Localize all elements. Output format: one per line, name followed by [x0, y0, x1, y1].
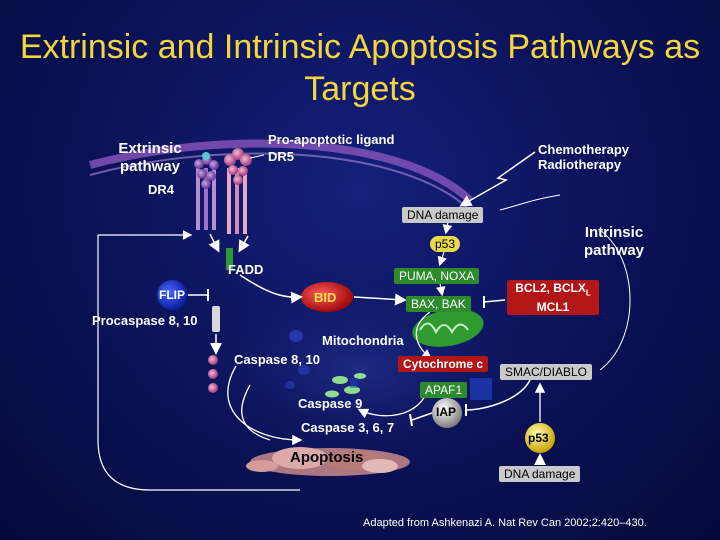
puma-noxa-box: PUMA, NOXA — [394, 268, 479, 284]
p53-top-box: p53 — [430, 236, 460, 252]
page-title: Extrinsic and Intrinsic Apoptosis Pathwa… — [0, 26, 720, 110]
mcl1-text: MCL1 — [537, 300, 570, 314]
smac-diablo-box: SMAC/DIABLO — [500, 364, 592, 380]
caspase-3-6-7-label: Caspase 3, 6, 7 — [301, 420, 394, 435]
procaspase-icon — [212, 306, 220, 332]
bcl2-box: BCL2, BCLXL MCL1 — [507, 280, 599, 315]
p53-bottom-label: p53 — [528, 431, 549, 446]
mitochondria-label: Mitochondria — [322, 333, 404, 348]
bid-label: BID — [314, 290, 336, 305]
pro-apoptotic-ligand-label: Pro-apoptotic ligand — [268, 132, 394, 147]
flip-label: FLIP — [159, 288, 185, 303]
dr4-label: DR4 — [148, 182, 174, 197]
cytochrome-c-box: Cytochrome c — [398, 356, 488, 372]
dna-damage-bottom-box: DNA damage — [499, 466, 580, 482]
lightning-bolt-icon — [462, 152, 535, 205]
bcl2-subscript: L — [586, 288, 591, 297]
iap-label: IAP — [436, 405, 456, 420]
intrinsic-pathway-label: Intrinsic pathway — [574, 224, 654, 260]
caspase-8-10-label: Caspase 8, 10 — [234, 352, 320, 367]
bcl2-text: BCL2, BCLX — [515, 281, 586, 295]
citation-footer: Adapted from Ashkenazi A. Nat Rev Can 20… — [363, 517, 647, 529]
chemo-radio-label: Chemotherapy Radiotherapy — [538, 142, 648, 172]
apaf1-box: APAF1 — [420, 382, 467, 398]
dr5-receptor-icon — [224, 148, 252, 234]
dr5-label: DR5 — [268, 149, 294, 164]
extrinsic-pathway-label: Extrinsic pathway — [110, 140, 190, 176]
fadd-label: FADD — [228, 262, 263, 277]
bax-bak-box: BAX, BAK — [406, 296, 471, 312]
dr4-receptor-icon — [194, 152, 219, 230]
dna-damage-top-box: DNA damage — [402, 207, 483, 223]
apoptosis-label: Apoptosis — [290, 449, 363, 467]
caspase-9-label: Caspase 9 — [298, 396, 362, 411]
procaspase-label: Procaspase 8, 10 — [92, 313, 198, 328]
